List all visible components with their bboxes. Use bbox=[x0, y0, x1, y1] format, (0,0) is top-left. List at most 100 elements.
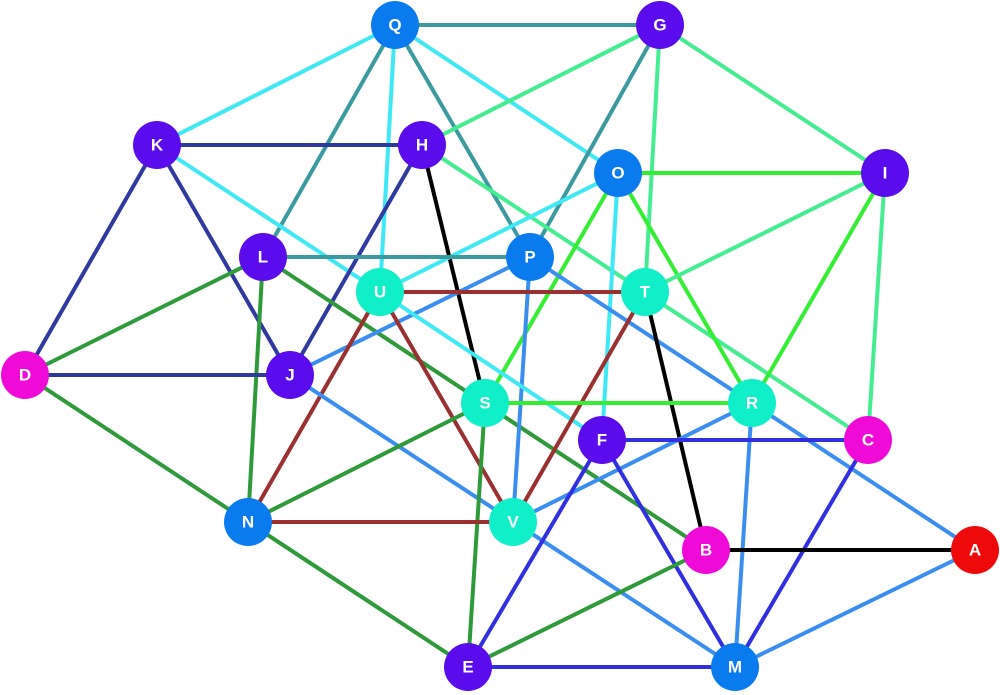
node-label: J bbox=[285, 366, 294, 385]
edge-g-h bbox=[421, 23, 661, 147]
node-n: N bbox=[224, 498, 272, 546]
node-circle bbox=[621, 268, 669, 316]
edge-r-m bbox=[733, 402, 754, 668]
node-circle bbox=[239, 233, 287, 281]
node-label: Q bbox=[388, 16, 401, 35]
node-label: F bbox=[597, 431, 607, 450]
edge-r-v bbox=[512, 401, 753, 524]
edge-t-b bbox=[643, 291, 708, 551]
node-label: E bbox=[462, 658, 473, 677]
node-label: R bbox=[746, 394, 758, 413]
node-circle bbox=[356, 268, 404, 316]
edge-s-n bbox=[247, 401, 486, 524]
node-label: U bbox=[374, 283, 386, 302]
node-label: O bbox=[611, 164, 624, 183]
edge-k-u bbox=[155, 143, 382, 294]
node-u: U bbox=[356, 268, 404, 316]
edge-i-c bbox=[866, 172, 887, 441]
edge-o-u bbox=[379, 171, 619, 294]
edge-u-v bbox=[378, 290, 515, 524]
edge-s-e bbox=[466, 402, 487, 668]
node-label: I bbox=[883, 164, 888, 183]
node-label: S bbox=[479, 394, 490, 413]
node-label: G bbox=[653, 16, 666, 35]
edge-q-o bbox=[393, 23, 620, 175]
edge-f-m bbox=[600, 438, 737, 669]
edge-l-n bbox=[246, 256, 265, 523]
edge-o-s bbox=[483, 171, 620, 405]
node-circle bbox=[489, 498, 537, 546]
edge-c-m bbox=[733, 438, 870, 669]
node-p: P bbox=[506, 233, 554, 281]
edge-u-n bbox=[246, 291, 382, 523]
edge-layer bbox=[23, 23, 977, 669]
edge-t-v bbox=[511, 291, 647, 523]
node-o: O bbox=[594, 149, 642, 197]
node-circle bbox=[682, 526, 730, 574]
edge-i-r bbox=[750, 171, 887, 405]
node-v: V bbox=[489, 498, 537, 546]
node-circle bbox=[951, 526, 999, 574]
node-circle bbox=[444, 643, 492, 691]
edge-d-n bbox=[23, 373, 250, 524]
edge-g-t bbox=[643, 24, 662, 293]
edge-f-e bbox=[466, 438, 604, 669]
edge-q-u bbox=[378, 24, 397, 293]
node-g: G bbox=[636, 1, 684, 49]
node-circle bbox=[461, 379, 509, 427]
node-l: L bbox=[239, 233, 287, 281]
edge-b-e bbox=[467, 548, 707, 669]
edge-i-t bbox=[644, 171, 886, 294]
edge-q-k bbox=[156, 23, 396, 147]
node-c: C bbox=[844, 416, 892, 464]
node-f: F bbox=[578, 416, 626, 464]
edge-q-l bbox=[261, 24, 397, 258]
node-circle bbox=[266, 351, 314, 399]
edge-p-j bbox=[289, 255, 531, 377]
edge-h-j bbox=[288, 144, 424, 376]
node-m: M bbox=[711, 643, 759, 691]
node-r: R bbox=[728, 379, 776, 427]
node-label: C bbox=[862, 431, 874, 450]
node-circle bbox=[133, 121, 181, 169]
node-circle bbox=[371, 1, 419, 49]
node-a: A bbox=[951, 526, 999, 574]
node-j: J bbox=[266, 351, 314, 399]
edge-q-p bbox=[393, 23, 532, 259]
node-circle bbox=[844, 416, 892, 464]
node-circle bbox=[728, 379, 776, 427]
edge-k-d bbox=[23, 144, 159, 376]
node-label: K bbox=[151, 136, 164, 155]
node-label: M bbox=[728, 658, 742, 677]
node-e: E bbox=[444, 643, 492, 691]
node-label: P bbox=[524, 248, 535, 267]
edge-n-e bbox=[246, 520, 470, 669]
node-label: V bbox=[507, 513, 519, 532]
node-label: D bbox=[19, 366, 31, 385]
edge-p-v bbox=[511, 256, 532, 523]
node-k: K bbox=[133, 121, 181, 169]
node-circle bbox=[578, 416, 626, 464]
node-b: B bbox=[682, 526, 730, 574]
edge-o-r bbox=[616, 171, 754, 405]
node-circle bbox=[1, 351, 49, 399]
edge-a-m bbox=[734, 548, 976, 669]
edge-k-j bbox=[155, 143, 292, 377]
node-label: T bbox=[640, 283, 651, 302]
node-circle bbox=[636, 1, 684, 49]
edge-g-i bbox=[658, 23, 887, 175]
node-label: N bbox=[242, 513, 254, 532]
node-circle bbox=[711, 643, 759, 691]
node-label: H bbox=[416, 136, 428, 155]
node-label: A bbox=[969, 541, 981, 560]
node-label: L bbox=[258, 248, 268, 267]
node-q: Q bbox=[371, 1, 419, 49]
edge-g-p bbox=[528, 24, 662, 258]
node-t: T bbox=[621, 268, 669, 316]
edge-u-f bbox=[378, 290, 604, 442]
edge-h-s bbox=[420, 144, 487, 404]
node-circle bbox=[861, 149, 909, 197]
edge-o-f bbox=[600, 172, 620, 441]
